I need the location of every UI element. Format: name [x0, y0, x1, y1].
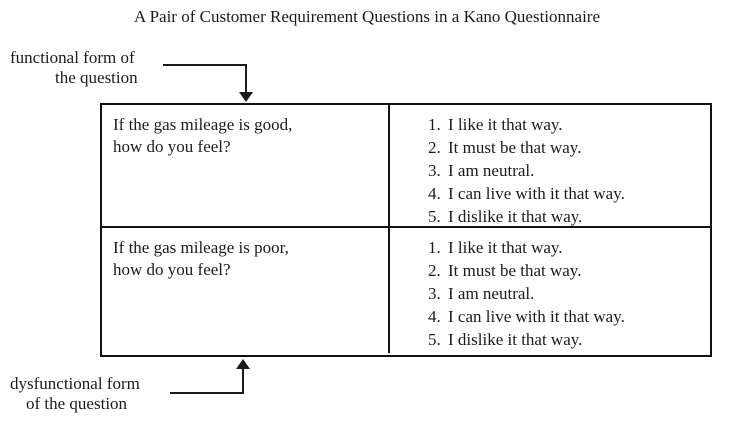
question-cell-dysfunctional: If the gas mileage is poor, how do you f…	[102, 228, 390, 353]
question-text-line: If the gas mileage is poor,	[113, 238, 289, 257]
functional-connector-horizontal-line	[163, 64, 247, 66]
question-text-line: If the gas mileage is good,	[113, 115, 293, 134]
answer-option-number: 4.	[428, 184, 441, 203]
answer-option-label: I dislike it that way.	[448, 207, 583, 226]
answer-option: 3. I am neutral.	[428, 282, 710, 305]
table-row-functional: If the gas mileage is good, how do you f…	[102, 105, 710, 228]
dysfunctional-connector-horizontal-line	[170, 392, 244, 394]
answer-option: 3. I am neutral.	[428, 159, 710, 182]
answer-option: 2. It must be that way.	[428, 136, 710, 159]
functional-connector-vertical-line	[245, 64, 247, 93]
dysfunctional-form-label: dysfunctional form of the question	[10, 374, 140, 414]
answer-option-label: I can live with it that way.	[448, 307, 625, 326]
dysfunctional-form-label-line1: dysfunctional form	[10, 374, 140, 393]
answer-option-label: I am neutral.	[448, 161, 535, 180]
dysfunctional-connector-vertical-line	[242, 368, 244, 394]
answer-option: 1. I like it that way.	[428, 113, 710, 136]
functional-form-label-line2: the question	[55, 68, 138, 87]
answer-option: 2. It must be that way.	[428, 259, 710, 282]
options-cell-dysfunctional: 1. I like it that way. 2. It must be that w…	[390, 228, 710, 353]
dysfunctional-form-label-line2: of the question	[26, 394, 128, 413]
answer-option-number: 3.	[428, 284, 441, 303]
answer-option-label: It must be that way.	[448, 261, 582, 280]
answer-option: 1. I like it that way.	[428, 236, 710, 259]
figure-title: A Pair of Customer Requirement Questions…	[134, 7, 600, 26]
kano-question-table: If the gas mileage is good, how do you f…	[100, 103, 712, 357]
answer-option-label: I can live with it that way.	[448, 184, 625, 203]
question-cell-functional: If the gas mileage is good, how do you f…	[102, 105, 390, 226]
answer-option-label: It must be that way.	[448, 138, 582, 157]
answer-option-number: 5.	[428, 330, 441, 349]
answer-option-label: I like it that way.	[448, 115, 563, 134]
answer-option-label: I like it that way.	[448, 238, 563, 257]
answer-option-label: I am neutral.	[448, 284, 535, 303]
answer-option-number: 2.	[428, 138, 441, 157]
answer-option-number: 4.	[428, 307, 441, 326]
arrow-up-icon	[236, 359, 250, 369]
table-row-dysfunctional: If the gas mileage is poor, how do you f…	[102, 228, 710, 353]
arrow-down-icon	[239, 92, 253, 102]
functional-form-label: functional form of the question	[10, 48, 138, 88]
answer-option: 4. I can live with it that way.	[428, 305, 710, 328]
answer-option-number: 1.	[428, 238, 441, 257]
options-cell-functional: 1. I like it that way. 2. It must be that w…	[390, 105, 710, 226]
answer-option: 5. I dislike it that way.	[428, 205, 710, 228]
functional-form-label-line1: functional form of	[10, 48, 135, 67]
answer-option-number: 2.	[428, 261, 441, 280]
question-text-line: how do you feel?	[113, 137, 231, 156]
answer-option: 5. I dislike it that way.	[428, 328, 710, 351]
answer-option-number: 1.	[428, 115, 441, 134]
answer-option-label: I dislike it that way.	[448, 330, 583, 349]
answer-option: 4. I can live with it that way.	[428, 182, 710, 205]
answer-option-number: 3.	[428, 161, 441, 180]
question-text-line: how do you feel?	[113, 260, 231, 279]
answer-option-number: 5.	[428, 207, 441, 226]
